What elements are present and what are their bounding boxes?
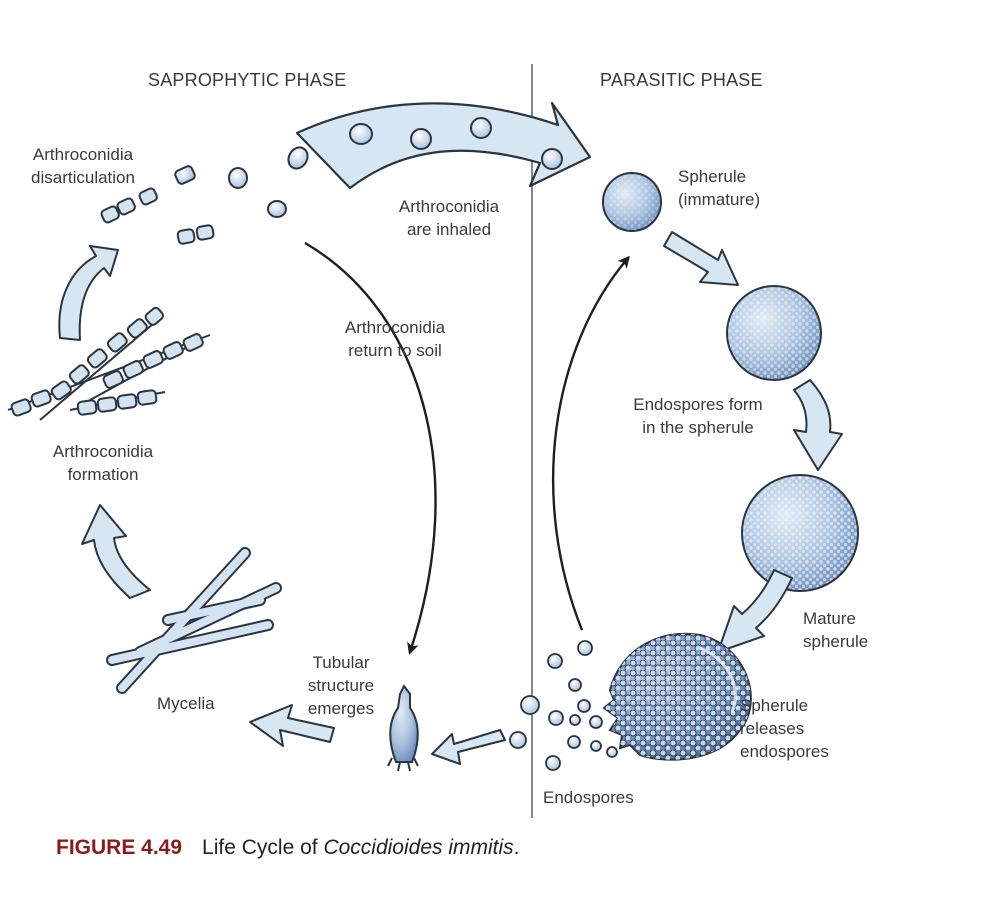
- forming-hyphae: [7, 306, 211, 421]
- tubular-structure-label-line-3: emerges: [307, 699, 375, 718]
- spherule-immature-label-line-1: Spherule: [678, 167, 747, 186]
- inhaled-label-line-1: Arthroconidia: [398, 197, 500, 216]
- arrow-to-endospores-form: [663, 231, 739, 286]
- formation-label-line-2: formation: [67, 465, 139, 484]
- inhaled-label-line-2: are inhaled: [406, 220, 492, 239]
- endospores-form-label-line-1: Endospores form: [633, 395, 763, 414]
- return-to-soil-label-line-1: Arthroconidia: [344, 318, 446, 337]
- arrow-to-formation: [81, 504, 151, 599]
- figure-caption: FIGURE 4.49 Life Cycle of Coccidioides im…: [56, 836, 520, 860]
- disarticulation-label: Arthroconidia disarticulation: [18, 143, 148, 189]
- arthroconidia-chains: [100, 187, 215, 245]
- spherule-immature-label-line-2: (immature): [678, 190, 761, 209]
- figure-number: FIGURE 4.49: [56, 836, 183, 859]
- return-to-soil-label-line-2: return to soil: [348, 341, 442, 360]
- mature-spherule-label: Mature spherule: [803, 607, 868, 653]
- spherule-releases-label-line-3: endospores: [740, 742, 829, 761]
- loose-arthroconidia: [174, 146, 309, 218]
- spherule-releases-label: Spherule releases endospores: [740, 694, 829, 763]
- endospores-form-label: Endospores form in the spherule: [618, 393, 778, 439]
- mycelia-label: Mycelia: [157, 694, 215, 713]
- mature-spherule-label-line-2: spherule: [803, 632, 869, 651]
- return-to-soil-label: Arthroconidia return to soil: [330, 316, 460, 362]
- endospore-to-spherule-arrow: [551, 255, 630, 631]
- spherule-releases-label-line-1: Spherule: [740, 696, 809, 715]
- caption-text: Life Cycle of: [202, 836, 324, 859]
- tubular-structure: [387, 684, 419, 772]
- caption-species: Coccidioides immitis: [323, 836, 514, 859]
- inhaled-arthroconidia: [349, 117, 563, 170]
- formation-label: Arthroconidia formation: [38, 440, 168, 486]
- arrow-to-release: [717, 569, 793, 653]
- arrow-to-disarticulation: [58, 245, 119, 341]
- arrow-to-tubular: [431, 729, 506, 765]
- saprophytic-phase-title: SAPROPHYTIC PHASE: [148, 70, 347, 90]
- arrow-to-mature: [793, 379, 843, 471]
- inhaled-label: Arthroconidia are inhaled: [384, 195, 514, 241]
- mycelia-hyphae-fill: [108, 549, 280, 692]
- spherule-immature-label: Spherule (immature): [678, 165, 760, 211]
- return-to-soil-arrow: [304, 241, 437, 655]
- tubular-structure-label-line-2: structure: [307, 676, 375, 695]
- spherule-releases-label-line-2: releases: [740, 719, 805, 738]
- releasing-spherule: [602, 632, 752, 761]
- formation-label-line-1: Arthroconidia: [52, 442, 154, 461]
- disarticulation-label-line-1: Arthroconidia: [32, 145, 134, 164]
- tubular-structure-label: Tubular structure emerges: [300, 651, 382, 720]
- released-endospores: [509, 640, 618, 771]
- mature-spherule-label-line-1: Mature: [803, 609, 856, 628]
- endospores-form-label-line-2: in the spherule: [642, 418, 754, 437]
- caption-period: .: [513, 836, 520, 859]
- parasitic-phase-title: PARASITIC PHASE: [600, 70, 763, 90]
- inhaled-arrow: [295, 101, 592, 190]
- arrow-to-mycelia: [249, 704, 335, 747]
- tubular-structure-label-line-1: Tubular: [312, 653, 370, 672]
- endospores-label: Endospores: [543, 788, 634, 807]
- disarticulation-label-line-2: disarticulation: [31, 168, 135, 187]
